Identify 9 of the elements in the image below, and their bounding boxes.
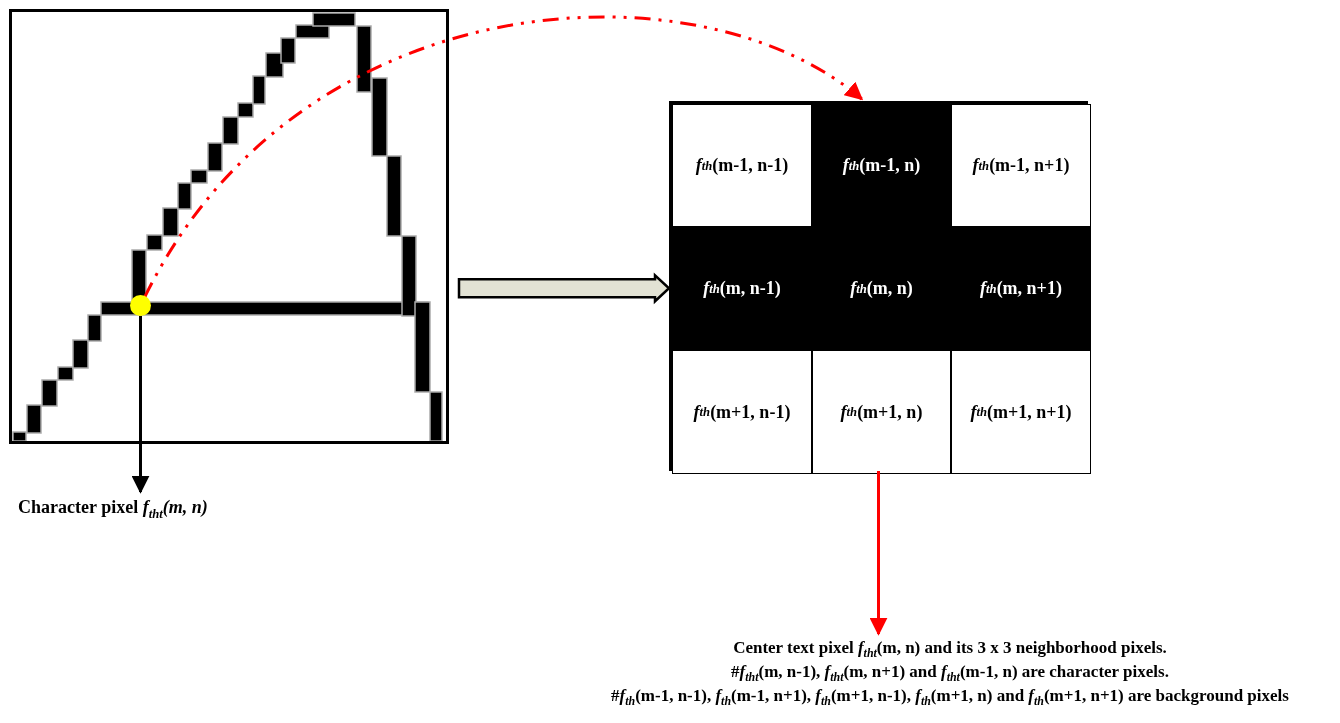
caption-text: Character pixel f$_{tht}$(m, n) <box>18 497 208 517</box>
note-text: Center text pixel f$_{tht}$(m, n) and its 3 x 3 neighborhood pixels. <box>733 638 1167 657</box>
block-arrow <box>457 272 671 305</box>
arrow <box>869 471 888 636</box>
arrow <box>143 16 864 298</box>
note-text: #f$_{tht}$(m, n-1), f$_{tht}$(m, n+1) and f$_{tht}$(m-1, n) are character pixels. <box>731 662 1169 681</box>
note-text: #f$_{th}$(m-1, n-1), f$_{th}$(m-1, n+1), f$_{th}$(m+1, n-1), f$_{th}$(m+1, n) and f$_{th}$(m+1, n+1) are background pixels <box>611 686 1289 705</box>
pixel-grid <box>669 101 1088 471</box>
leader-line <box>131 316 150 494</box>
